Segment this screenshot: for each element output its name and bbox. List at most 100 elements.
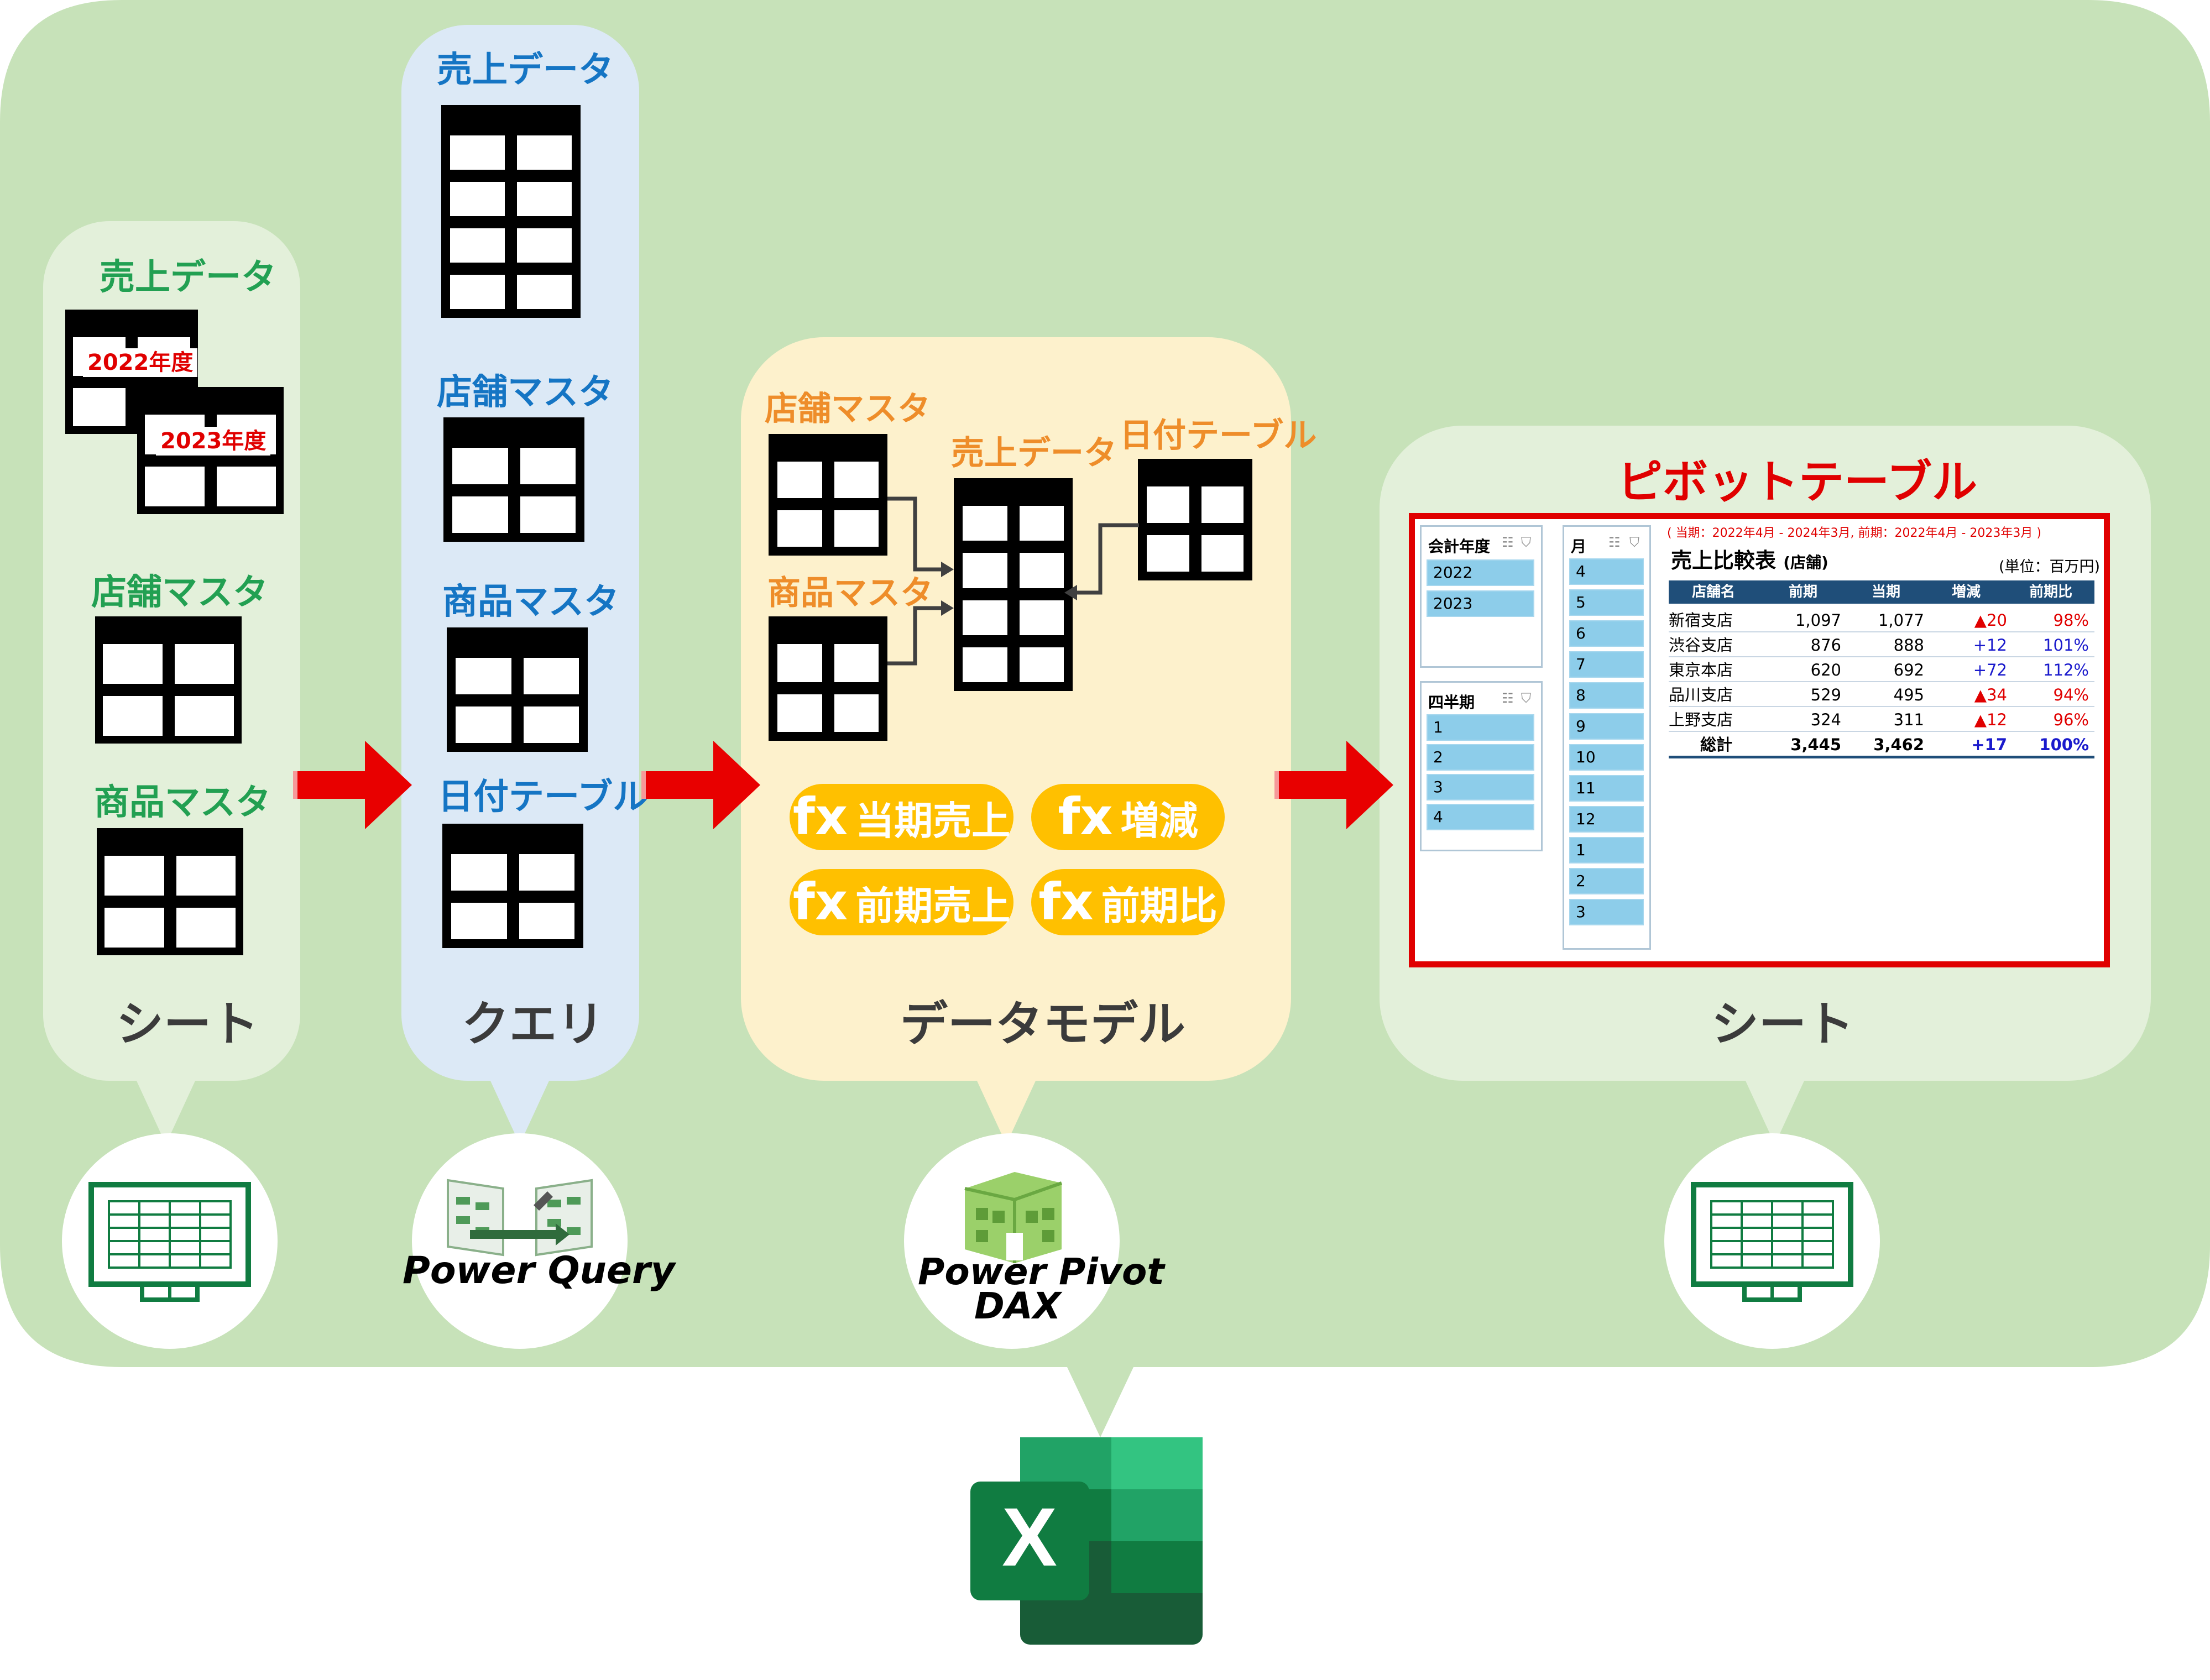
period-note: ( 当期：2022年4月 - 2024年3月, 前期：2022年4月 - 202… (1667, 526, 2041, 540)
query-date-label: 日付テーブル (438, 777, 649, 818)
pivot-cell-cur: 888 (1893, 636, 1924, 655)
pivot-cell-diff: +17 (1971, 735, 2007, 754)
worksheet-icon (1691, 1182, 1853, 1302)
output-panel-footer: シート (1711, 997, 1854, 1052)
model-date-label: 日付テーブル (1120, 416, 1317, 455)
pivot-cell-ratio: 98% (2053, 611, 2089, 630)
quarter-option[interactable]: 4 (1427, 804, 1534, 830)
month-option[interactable]: 2 (1569, 868, 1644, 894)
pivot-header-cell: 前期比 (2029, 584, 2073, 600)
month-option[interactable]: 11 (1569, 775, 1644, 802)
pivot-cell-cur: 1,077 (1878, 611, 1924, 630)
pivot-cell-prev: 876 (1810, 636, 1841, 655)
pivot-title: ピボットテーブル (1617, 456, 1978, 509)
month-option[interactable]: 3 (1569, 899, 1644, 925)
power-pivot-label: Power Pivot (918, 1250, 1164, 1293)
output-panel-tail (1742, 1072, 1808, 1144)
power-query-label: Power Query (403, 1249, 675, 1292)
query-panel-tail (487, 1072, 553, 1144)
pivot-cell-diff: ▲34 (1974, 685, 2007, 704)
pivot-cell-name: 東京本店 (1669, 661, 1733, 679)
month-option[interactable]: 12 (1569, 806, 1644, 833)
model-store-table (769, 434, 887, 556)
query-sales-label: 売上データ (437, 50, 614, 91)
query-date-table (442, 824, 583, 948)
model-sales-label: 売上データ (951, 434, 1117, 473)
sheet-panel-tail (133, 1072, 199, 1144)
pivot-cell-prev: 324 (1810, 710, 1841, 729)
query-store-label: 店舗マスタ (437, 372, 614, 413)
table-row (1669, 706, 2094, 707)
pivot-cell-name: 渋谷支店 (1669, 636, 1733, 655)
pivot-cell-prev: 1,097 (1795, 611, 1841, 630)
pivot-cell-ratio: 100% (2039, 735, 2089, 754)
sheet-product-label: 商品マスタ (94, 782, 271, 823)
pivot-cell-name: 上野支店 (1669, 710, 1733, 729)
quarter-option[interactable]: 2 (1427, 744, 1534, 771)
dax-label: DAX (974, 1285, 1061, 1327)
sheet-store-table (95, 616, 242, 744)
clear-filter-icon[interactable]: ⛉ (1521, 535, 1531, 550)
query-product-table (447, 627, 588, 752)
pivot-cell-ratio: 96% (2053, 710, 2089, 729)
table-row (1669, 681, 2094, 682)
power-query-icon (447, 1179, 593, 1257)
table-row (1669, 631, 2094, 632)
month-option[interactable]: 7 (1569, 651, 1644, 678)
excel-letter: X (1002, 1490, 1057, 1583)
model-product-table (769, 616, 887, 741)
table-row (1669, 656, 2094, 657)
clear-filter-icon[interactable]: ⛉ (1521, 690, 1531, 706)
month-option[interactable]: 5 (1569, 589, 1644, 616)
pivot-header-cell: 前期 (1789, 584, 1818, 600)
month-option[interactable]: 8 (1569, 682, 1644, 709)
relationship-connectors (887, 496, 1139, 666)
model-sales-table (954, 478, 1073, 691)
quarter-option[interactable]: 1 (1427, 714, 1534, 741)
pivot-cell-prev: 620 (1810, 661, 1841, 679)
sheet-product-table (97, 828, 243, 955)
pivot-cell-cur: 692 (1893, 661, 1924, 679)
sheet-store-label: 店舗マスタ (91, 572, 268, 613)
multi-select-icon[interactable]: ☷ (1608, 535, 1621, 550)
quarter-option[interactable]: 3 (1427, 774, 1534, 800)
pivot-total-row (1669, 756, 2094, 758)
pivot-cell-cur: 311 (1893, 710, 1924, 729)
month-option[interactable]: 1 (1569, 837, 1644, 863)
pivot-header-cell: 当期 (1872, 584, 1901, 600)
pivot-cell-ratio: 101% (2043, 636, 2089, 655)
multi-select-icon[interactable]: ☷ (1502, 690, 1514, 706)
pivot-cell-cur: 3,462 (1873, 735, 1924, 754)
flow-arrow-2 (641, 741, 760, 829)
sheet-panel-footer: シート (116, 997, 259, 1052)
month-option[interactable]: 4 (1569, 558, 1644, 585)
pivot-cell-prev: 3,445 (1790, 735, 1841, 754)
query-product-label: 商品マスタ (442, 582, 619, 622)
table-row (1669, 731, 2094, 732)
multi-select-icon[interactable]: ☷ (1502, 535, 1514, 550)
unit-note: (単位：百万円) (1999, 558, 2101, 575)
fiscal-year-option[interactable]: 2022 (1427, 559, 1534, 586)
month-option[interactable]: 6 (1569, 620, 1644, 647)
pivot-cell-diff: +72 (1973, 661, 2007, 679)
query-store-table (443, 417, 584, 542)
fiscal-year-option[interactable]: 2023 (1427, 590, 1534, 617)
power-pivot-icon (964, 1172, 1062, 1263)
month-option[interactable]: 9 (1569, 713, 1644, 740)
pivot-header-cell: 増減 (1952, 584, 1981, 600)
flow-arrow-3 (1274, 741, 1393, 829)
pivot-cell-name: 品川支店 (1669, 685, 1733, 704)
clear-filter-icon[interactable]: ⛉ (1629, 535, 1639, 550)
pivot-cell-name: 総計 (1700, 735, 1733, 754)
model-panel-footer: データモデル (900, 997, 1185, 1052)
year-badge-2023: 2023年度 (156, 427, 271, 456)
report-title: 売上比較表 (店舗) (1671, 548, 1828, 573)
month-option[interactable]: 10 (1569, 744, 1644, 771)
model-store-label: 店舗マスタ (765, 390, 931, 428)
pivot-header-cell[interactable]: 店舗名 (1692, 584, 1736, 600)
pivot-cell-cur: 495 (1893, 685, 1924, 704)
